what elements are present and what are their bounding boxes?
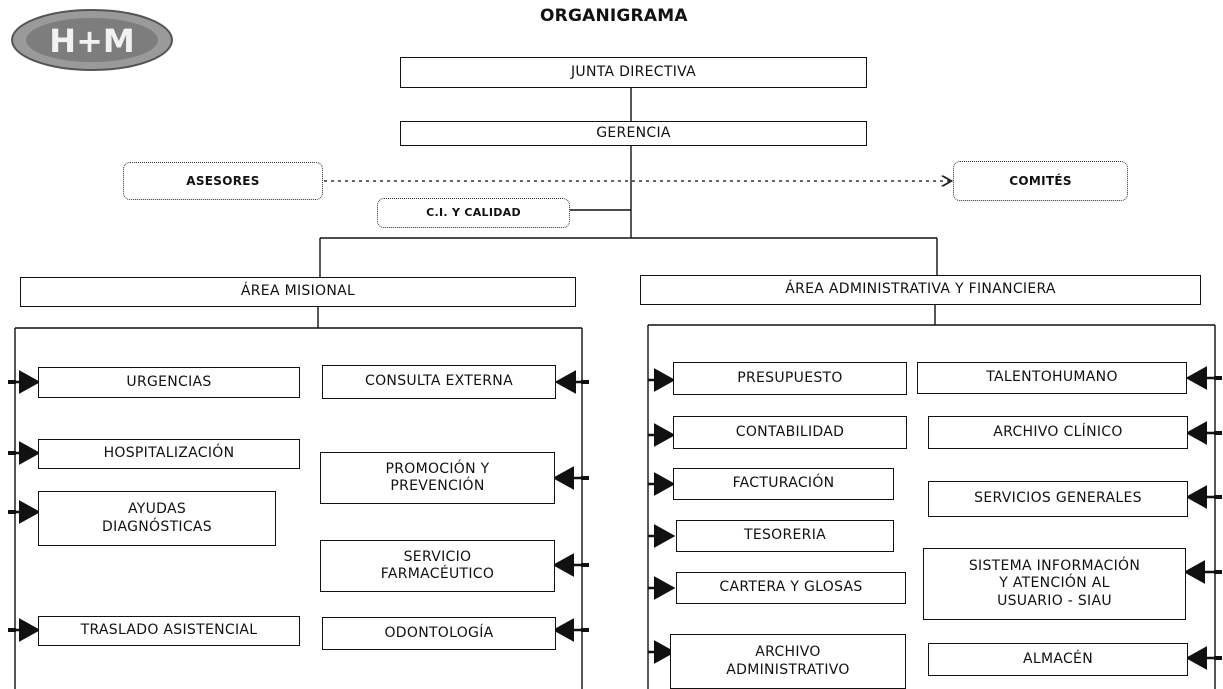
hospital-logo: H+M [11, 9, 173, 71]
cartera-glosas-box: CARTERA Y GLOSAS [676, 572, 906, 604]
sistema-informacion-box: SISTEMA INFORMACIÓN Y ATENCIÓN AL USUARI… [923, 548, 1186, 620]
talento-humano-box: TALENTOHUMANO [917, 362, 1187, 394]
almacen-box: ALMACÉN [928, 643, 1188, 676]
gerencia-box: GERENCIA [400, 121, 867, 146]
promocion-prevencion-box: PROMOCIÓN Y PREVENCIÓN [320, 452, 555, 504]
traslado-asistencial-box: TRASLADO ASISTENCIAL [38, 616, 300, 646]
servicios-generales-box: SERVICIOS GENERALES [928, 481, 1188, 517]
urgencias-box: URGENCIAS [38, 367, 300, 398]
ci-calidad-box: C.I. Y CALIDAD [377, 198, 570, 228]
junta-directiva-box: JUNTA DIRECTIVA [400, 57, 867, 88]
archivo-clinico-box: ARCHIVO CLÍNICO [928, 416, 1188, 449]
page-title: ORGANIGRAMA [540, 6, 688, 26]
presupuesto-box: PRESUPUESTO [673, 362, 907, 395]
asesores-box: ASESORES [123, 162, 323, 200]
ayudas-diagnosticas-box: AYUDAS DIAGNÓSTICAS [38, 491, 276, 546]
tesoreria-box: TESORERIA [676, 520, 894, 552]
hospitalizacion-box: HOSPITALIZACIÓN [38, 439, 300, 469]
facturacion-box: FACTURACIÓN [673, 468, 894, 500]
odontologia-box: ODONTOLOGÍA [322, 617, 556, 650]
consulta-externa-box: CONSULTA EXTERNA [322, 365, 556, 399]
servicio-farmaceutico-box: SERVICIO FARMACÉUTICO [320, 540, 555, 592]
logo-text: H+M [49, 22, 134, 60]
comites-box: COMITÉS [953, 161, 1128, 201]
area-misional-box: ÁREA MISIONAL [20, 277, 576, 307]
area-administrativa-box: ÁREA ADMINISTRATIVA Y FINANCIERA [640, 275, 1201, 305]
archivo-administrativo-box: ARCHIVO ADMINISTRATIVO [670, 634, 906, 689]
contabilidad-box: CONTABILIDAD [673, 416, 907, 449]
